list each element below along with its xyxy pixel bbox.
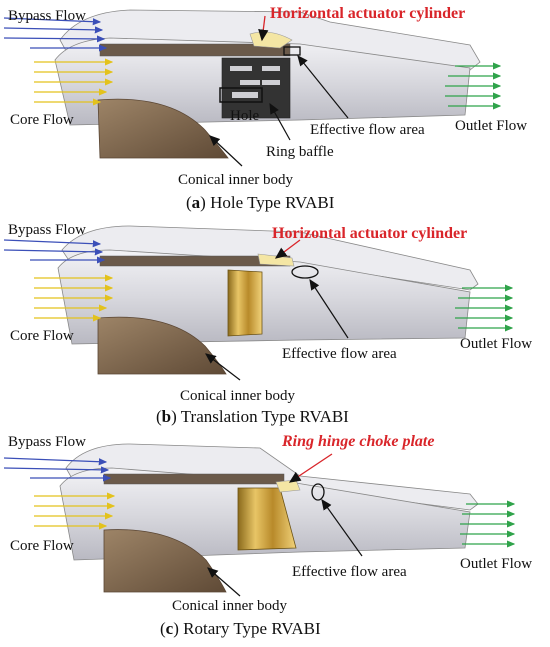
hole-slot — [262, 66, 280, 71]
body-leader — [209, 135, 243, 167]
hole-highlight — [219, 87, 263, 103]
conical-body-label: Conical inner body — [172, 598, 287, 614]
caption-a: (a) Hole Type RVABI — [186, 193, 335, 212]
effective-area-highlight — [283, 46, 301, 56]
leaders-c — [207, 453, 363, 597]
bypass-arrow — [3, 248, 104, 256]
hinge-choke-plate — [275, 479, 301, 493]
core-arrows-a — [34, 58, 114, 106]
hole-slot — [262, 80, 280, 85]
actuator-leader — [258, 15, 269, 42]
core-arrows-c — [34, 492, 116, 530]
choke-plate-label: Ring hinge choke plate — [281, 433, 434, 450]
conical-inner-body — [103, 529, 227, 593]
bypass-arrow — [3, 466, 110, 474]
baffle-leader — [269, 102, 291, 141]
rotary-choke-ring — [237, 487, 297, 551]
bypass-flow-label: Bypass Flow — [8, 434, 86, 450]
hole-slot — [240, 80, 260, 85]
effective-area-label: Effective flow area — [310, 122, 425, 138]
outlet-arrows-b — [455, 284, 514, 332]
effective-area-highlight — [291, 265, 319, 279]
body-leader — [205, 353, 241, 381]
bypass-flow-label: Bypass Flow — [8, 8, 86, 24]
conical-inner-body — [97, 316, 227, 375]
effective-area-leader — [321, 499, 363, 557]
translating-sleeve — [227, 269, 263, 337]
nozzle-b — [57, 225, 479, 375]
effective-area-leader — [297, 55, 349, 119]
actuator-leader — [274, 239, 301, 259]
panel-c: Bypass Flow Core Flow Outlet Flow Ring h… — [3, 433, 532, 638]
leaders-a — [209, 15, 349, 167]
outlet-flow-label: Outlet Flow — [460, 556, 532, 572]
effective-area-highlight — [311, 483, 325, 501]
bypass-arrow — [3, 457, 108, 466]
effective-area-label: Effective flow area — [282, 346, 397, 362]
outlet-flow-label: Outlet Flow — [455, 118, 527, 134]
bypass-arrows-a — [3, 17, 108, 52]
hole-label: Hole — [230, 108, 260, 124]
bypass-arrow — [3, 239, 102, 248]
plate-leader — [288, 453, 333, 483]
conical-body-label: Conical inner body — [178, 172, 293, 188]
bypass-arrow — [3, 35, 106, 43]
effective-area-label: Effective flow area — [292, 564, 407, 580]
effective-area-leader — [309, 278, 349, 339]
conical-inner-body — [97, 98, 229, 159]
ring-baffle-label: Ring baffle — [266, 144, 334, 160]
leaders-b — [205, 239, 349, 381]
actuator-label: Horizontal actuator cylinder — [272, 225, 467, 242]
outlet-arrows-c — [460, 500, 516, 548]
inner-sleeve — [103, 473, 285, 485]
bypass-arrows-c — [3, 457, 112, 482]
bypass-arrow — [3, 26, 104, 34]
conical-body-label: Conical inner body — [180, 388, 295, 404]
core-arrows-b — [34, 274, 114, 322]
panel-b: Bypass Flow Core Flow Outlet Flow Horizo… — [3, 222, 532, 426]
outlet-flow-label: Outlet Flow — [460, 336, 532, 352]
bypass-arrows-b — [3, 239, 106, 264]
core-flow-label: Core Flow — [10, 538, 74, 554]
bypass-flow-label: Bypass Flow — [8, 222, 86, 238]
core-flow-label: Core Flow — [10, 328, 74, 344]
outlet-arrows-a — [445, 62, 502, 110]
panel-a: Bypass Flow Core Flow Outlet Flow Horizo… — [3, 5, 527, 212]
hole-slot — [230, 66, 252, 71]
hole-slot — [232, 92, 258, 98]
caption-c: (c) Rotary Type RVABI — [160, 619, 321, 638]
bypass-arrow — [3, 17, 102, 26]
body-leader — [207, 567, 241, 597]
actuator-label: Horizontal actuator cylinder — [270, 5, 465, 22]
nozzle-a — [54, 9, 481, 159]
core-flow-label: Core Flow — [10, 112, 74, 128]
caption-b: (b) Translation Type RVABI — [156, 407, 349, 426]
nozzle-c — [59, 443, 479, 593]
